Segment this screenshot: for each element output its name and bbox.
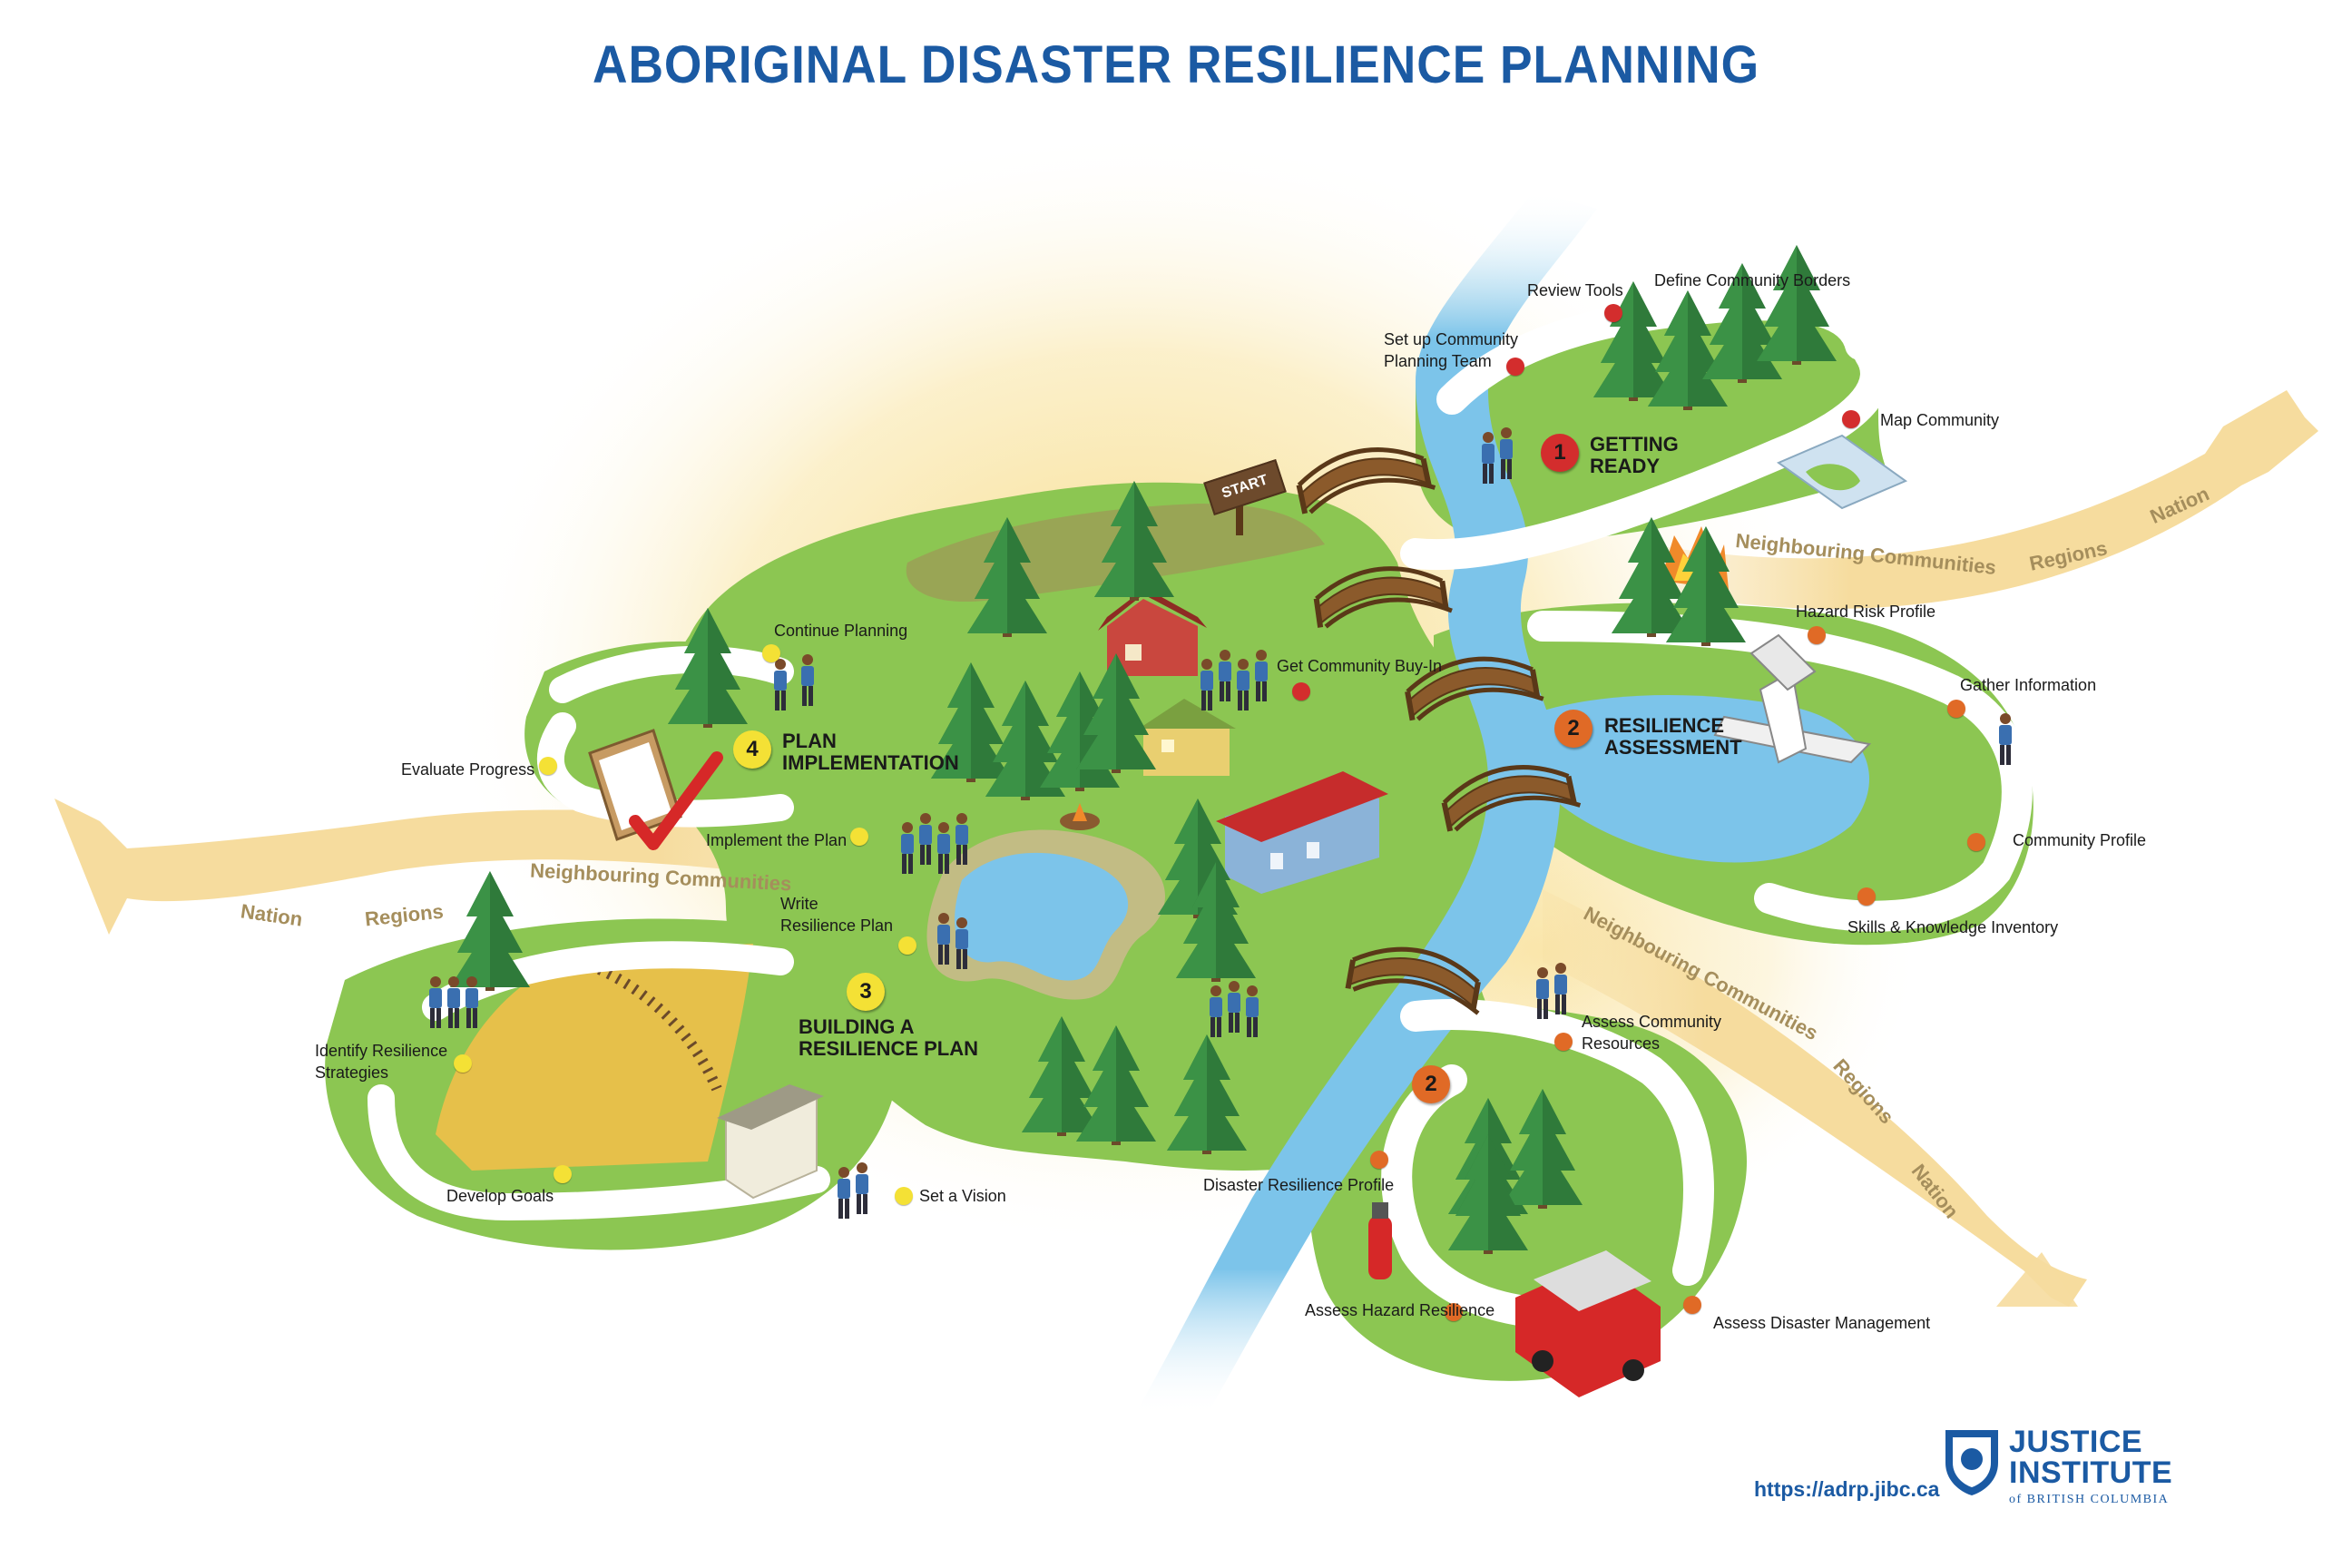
shield-icon — [1945, 1430, 1998, 1495]
step-dot-community-profile — [1967, 833, 1985, 851]
label-identify-strategies: Identify Resilience Strategies — [315, 1042, 448, 1083]
label-assess-resources: Assess Community Resources — [1582, 1013, 1722, 1054]
label-skills-inventory: Skills & Knowledge Inventory — [1847, 918, 2059, 936]
stage-3-badge: 3 — [847, 973, 885, 1011]
stage-2-badge: 2 — [1554, 710, 1592, 748]
logo-text-justice: JUSTICE — [2009, 1425, 2143, 1459]
red-cabin — [1098, 588, 1207, 676]
step-dot-map-community — [1842, 410, 1860, 428]
shed — [717, 1084, 824, 1200]
logo-text-bc: of BRITISH COLUMBIA — [2009, 1493, 2170, 1506]
step-dot-get-buyin — [1292, 682, 1310, 701]
clipboard — [588, 729, 723, 850]
label-define-borders: Define Community Borders — [1654, 271, 1851, 289]
label-setup-team: Set up Community Planning Team — [1384, 330, 1519, 371]
label-assess-hazard: Assess Hazard Resilience — [1305, 1301, 1495, 1319]
label-gather-info: Gather Information — [1960, 676, 2097, 694]
fire-extinguisher — [1368, 1202, 1392, 1279]
stage-2-lower-badge: 2 — [1412, 1065, 1450, 1103]
step-dot-gather-info — [1947, 700, 1965, 718]
floatplane — [1713, 633, 1872, 764]
step-dot-identify-strategies — [454, 1054, 472, 1073]
label-continue-planning: Continue Planning — [774, 622, 908, 640]
label-develop-goals: Develop Goals — [446, 1187, 554, 1205]
label-review-tools: Review Tools — [1527, 281, 1623, 299]
stage-1-title: GETTING READY — [1590, 433, 1679, 478]
step-dot-assess-resources — [1554, 1033, 1573, 1051]
stage-1-badge: 1 — [1541, 434, 1579, 472]
logo-text-institute: INSTITUTE — [2009, 1455, 2173, 1490]
label-disaster-profile: Disaster Resilience Profile — [1203, 1176, 1395, 1194]
band-right-lower — [1543, 889, 2087, 1307]
step-dot-develop-goals — [554, 1165, 572, 1183]
stage-4-title: PLAN IMPLEMENTATION — [782, 730, 959, 775]
step-dot-evaluate-progress — [539, 757, 557, 775]
step-dot-setup-team — [1506, 358, 1524, 376]
label-hazard-risk: Hazard Risk Profile — [1796, 603, 1936, 621]
label-set-vision: Set a Vision — [919, 1187, 1006, 1205]
footer-url[interactable]: https://adrp.jibc.ca — [1754, 1477, 1940, 1501]
page-title: ABORIGINAL DISASTER RESILIENCE PLANNING — [593, 35, 1759, 94]
step-dot-set-vision — [895, 1187, 913, 1205]
step-dot-assess-management — [1683, 1296, 1701, 1314]
label-community-profile: Community Profile — [2013, 831, 2147, 849]
map-paper — [1776, 434, 1908, 510]
step-dot-review-tools — [1604, 304, 1622, 322]
step-dot-hazard-risk — [1808, 626, 1826, 644]
yellow-cabin — [1139, 699, 1236, 776]
label-evaluate-progress: Evaluate Progress — [401, 760, 535, 779]
label-get-buyin: Get Community Buy-In — [1277, 657, 1443, 675]
stage-4-badge: 4 — [733, 730, 771, 769]
step-dot-skills-inventory — [1857, 887, 1876, 906]
label-assess-management: Assess Disaster Management — [1713, 1314, 1931, 1332]
step-dot-write-plan — [898, 936, 916, 955]
label-implement-plan: Implement the Plan — [706, 831, 848, 849]
step-dot-disaster-profile — [1370, 1151, 1388, 1169]
label-map-community: Map Community — [1880, 411, 2000, 429]
stage-2-title: RESILIENCE ASSESSMENT — [1604, 714, 1742, 760]
step-dot-assess-hazard — [1445, 1303, 1463, 1321]
step-dot-continue-planning — [762, 644, 780, 662]
community-hall — [1216, 771, 1388, 894]
fire-truck — [1515, 1250, 1661, 1397]
label-write-plan: Write Resilience Plan — [780, 895, 894, 936]
step-dot-implement-plan — [850, 828, 868, 846]
stage-3-title: BUILDING A RESILIENCE PLAN — [799, 1015, 979, 1061]
